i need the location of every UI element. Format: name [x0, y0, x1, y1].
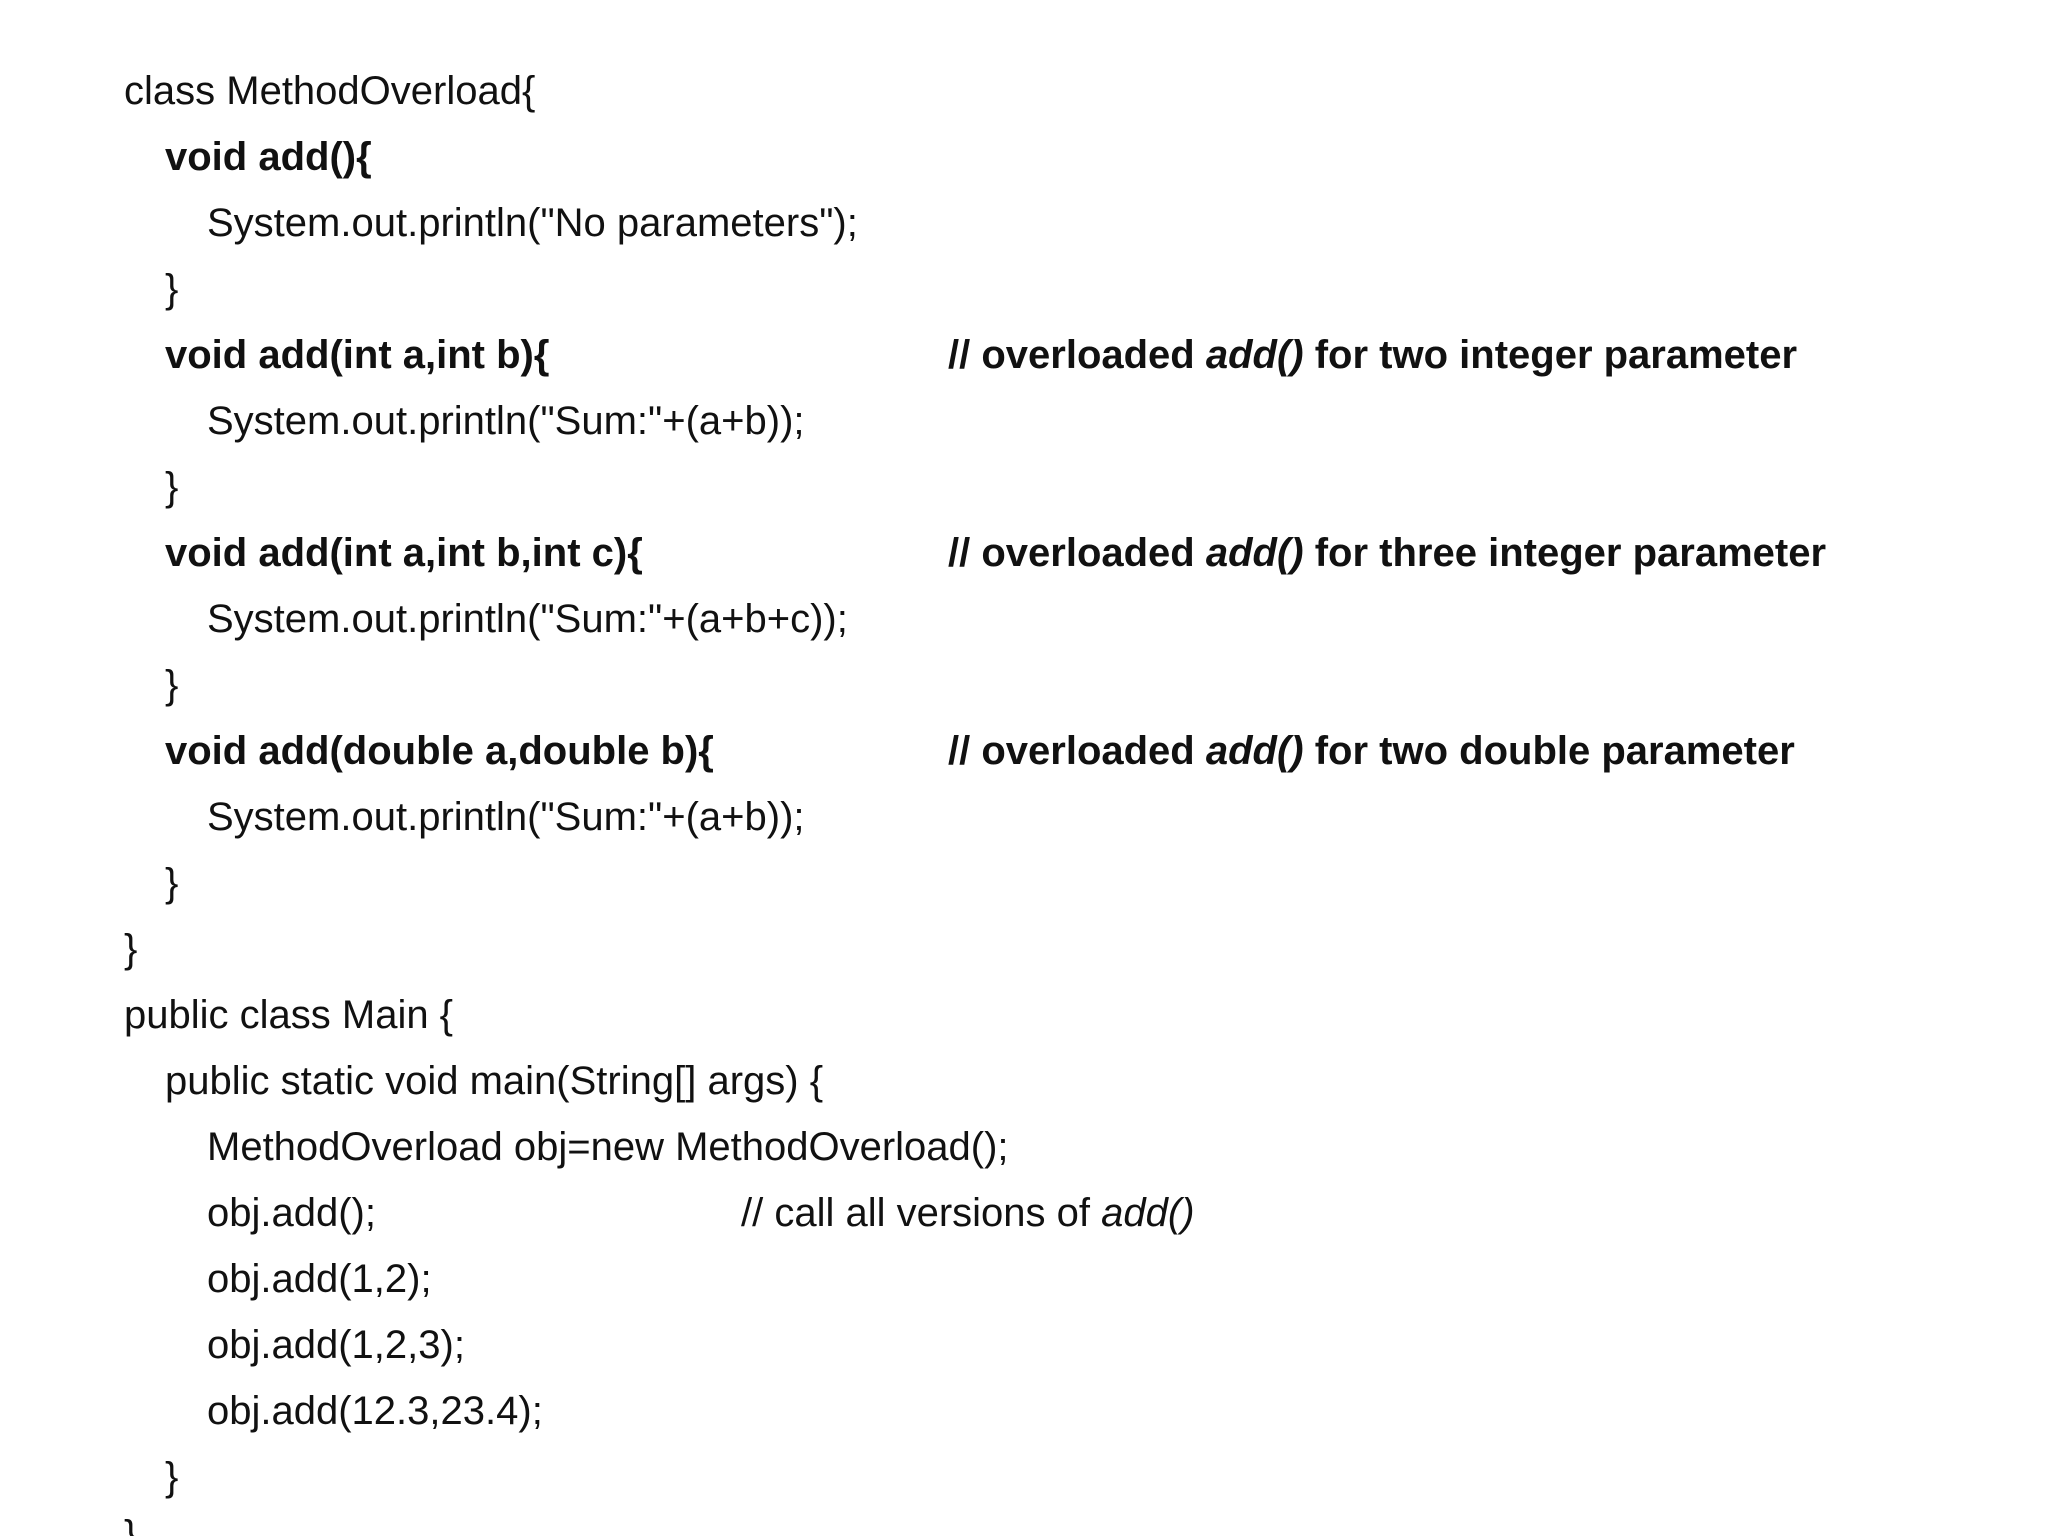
code-line-main-method: public static void main(String[] args) {: [165, 1059, 824, 1103]
code-line-method-add-three-int: void add(int a,int b,int c){: [165, 531, 643, 575]
code-line-close-brace: }: [165, 465, 179, 509]
comment-text: for three integer parameter: [1303, 531, 1827, 575]
code-line-close-brace: }: [124, 927, 138, 971]
code-line-println-sum-abc: System.out.println("Sum:"+(a+b+c));: [207, 597, 848, 641]
comment-text: // overloaded: [948, 729, 1206, 773]
code-line-method-add-two-double: void add(double a,double b){: [165, 729, 714, 773]
code-comment-three-int: // overloaded add() for three integer pa…: [948, 520, 1826, 586]
code-line-call-add-two-int: obj.add(1,2);: [207, 1257, 432, 1301]
comment-method-name: add(): [1101, 1191, 1195, 1235]
code-line-close-brace: }: [165, 1455, 179, 1499]
code-line-println-noparams: System.out.println("No parameters");: [207, 201, 858, 245]
code-comment-two-int: // overloaded add() for two integer para…: [948, 322, 1797, 388]
code-line-println-sum-ab: System.out.println("Sum:"+(a+b));: [207, 795, 805, 839]
comment-text: // call all versions of: [741, 1191, 1102, 1235]
comment-text: for two integer parameter: [1303, 333, 1798, 377]
code-line-call-add-two-double: obj.add(12.3,23.4);: [207, 1389, 543, 1433]
comment-method-name: add(): [1205, 333, 1304, 377]
code-comment-call-all: // call all versions of add(): [741, 1180, 1195, 1246]
code-line-call-add-noargs: obj.add();: [207, 1191, 376, 1235]
comment-text: // overloaded: [948, 531, 1206, 575]
code-line-new-object: MethodOverload obj=new MethodOverload();: [207, 1125, 1009, 1169]
code-line-close-brace: }: [165, 663, 179, 707]
code-line-main-class-decl: public class Main {: [124, 993, 454, 1037]
code-line-close-brace: }: [165, 267, 179, 311]
comment-method-name: add(): [1205, 729, 1304, 773]
code-line-class-decl: class MethodOverload{: [124, 69, 536, 113]
code-line-method-add-noargs: void add(){: [165, 135, 372, 179]
code-line-close-brace: }: [165, 861, 179, 905]
comment-method-name: add(): [1205, 531, 1304, 575]
code-line-println-sum-ab: System.out.println("Sum:"+(a+b));: [207, 399, 805, 443]
code-line-close-brace-final: }: [124, 1513, 138, 1536]
code-line-call-add-three-int: obj.add(1,2,3);: [207, 1323, 465, 1367]
comment-text: for two double parameter: [1303, 729, 1795, 773]
comment-text: // overloaded: [948, 333, 1206, 377]
code-comment-two-double: // overloaded add() for two double param…: [948, 718, 1795, 784]
code-line-method-add-two-int: void add(int a,int b){: [165, 333, 550, 377]
